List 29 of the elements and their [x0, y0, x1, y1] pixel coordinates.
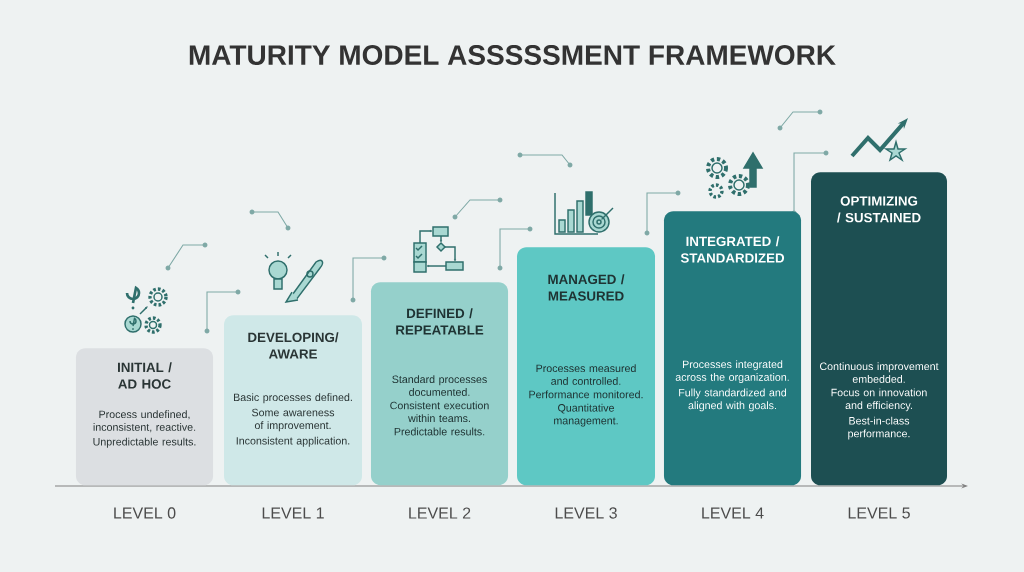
description-text: Predictable results. — [394, 427, 485, 436]
description-text: Some awareness of improvement. — [252, 408, 335, 432]
level-heading: DEFINED / REPEATABLE — [396, 308, 484, 335]
level-label: LEVEL 4 — [702, 507, 764, 519]
description-text: Performance monitored. — [529, 390, 643, 399]
description-text: Quantitative management. — [554, 403, 618, 427]
level-label: LEVEL 3 — [555, 507, 617, 519]
level-label: LEVEL 1 — [262, 507, 324, 519]
level-heading: OPTIMIZING / SUSTAINED — [837, 196, 921, 223]
level-label: LEVEL 5 — [848, 507, 910, 519]
description-text: Consistent execution within teams. — [390, 401, 489, 423]
level-heading: MANAGED / MEASURED — [548, 274, 625, 301]
description-text: Continuous improvement embedded. — [819, 362, 939, 383]
level-heading: INITIAL / AD HOC — [118, 362, 172, 389]
description-text: Basic processes defined. — [234, 393, 352, 404]
description-text: Processes integrated across the organization. — [675, 360, 789, 383]
description-text: Fully standardized and aligned with goals. — [679, 388, 787, 412]
description-text: Best-in-class performance. — [848, 416, 910, 440]
description-text: Focus on innovation and efficiency. — [831, 388, 927, 412]
description-text: Standard processes documented. — [392, 375, 487, 396]
description-text: Process undefined, inconsistent, reactive. — [93, 410, 196, 433]
description-text: Processes measured and controlled. — [536, 364, 636, 385]
level-label: LEVEL 2 — [409, 507, 471, 519]
level-heading: INTEGRATED / STANDARDIZED — [680, 236, 785, 263]
level-heading: DEVELOPING/ AWARE — [248, 332, 339, 359]
diagram-title: MATURITY MODEL ASSSSSMENT FRAMEWORK — [189, 45, 836, 65]
level-label: LEVEL 0 — [114, 507, 176, 519]
description-text: Inconsistent application. — [236, 436, 350, 447]
description-text: Unpredictable results. — [93, 437, 196, 448]
